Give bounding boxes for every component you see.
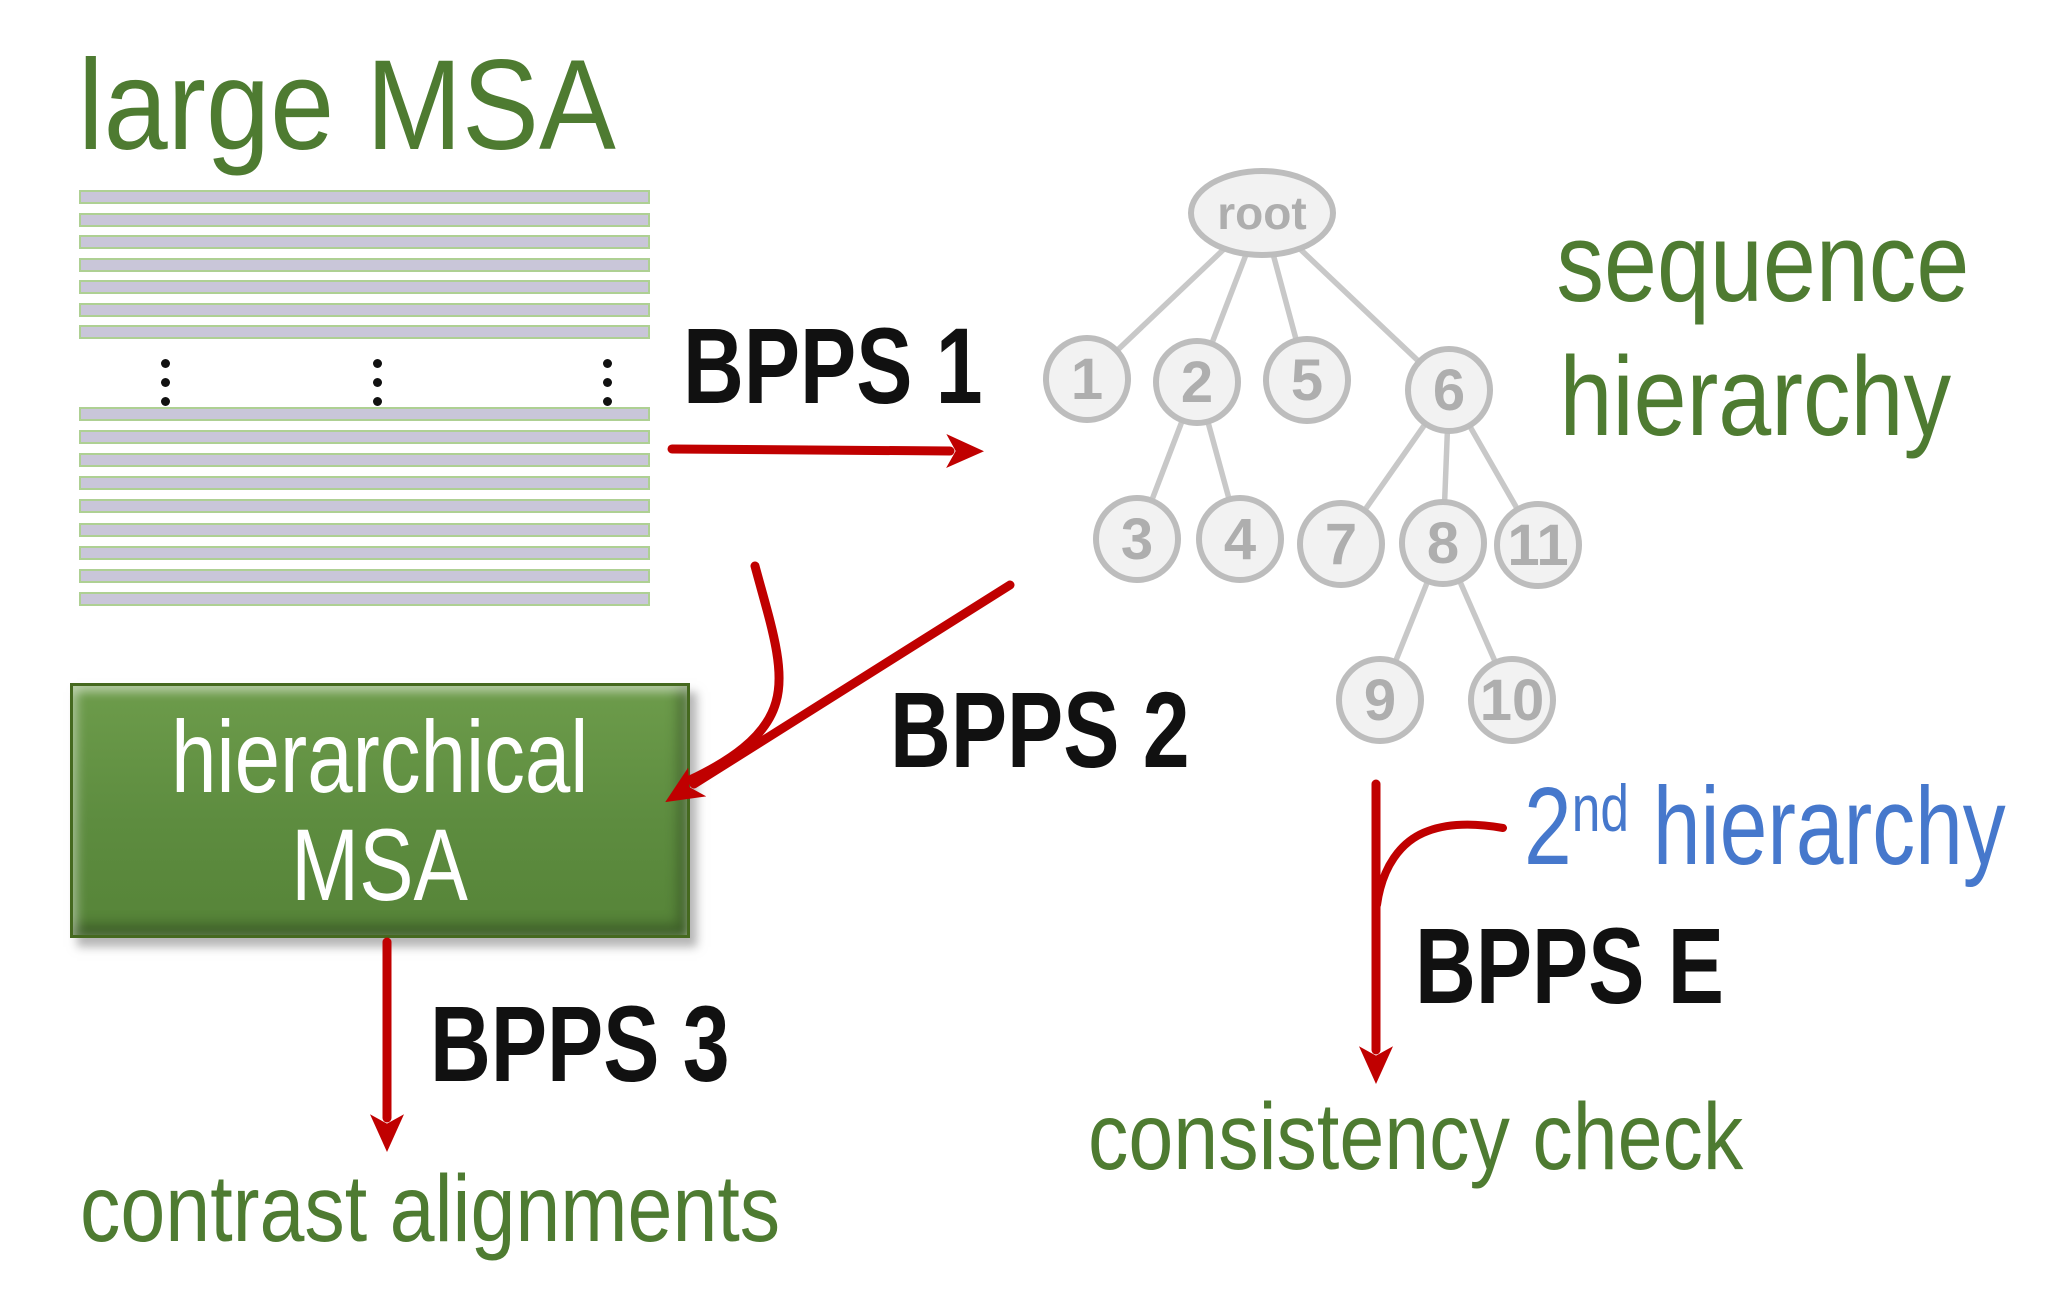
- msa-row: [79, 430, 650, 444]
- bpps1-arrow: [667, 433, 985, 468]
- bpps-e-label: BPPS E: [1415, 905, 1724, 1026]
- msa-row: [79, 258, 650, 272]
- msa-rows-top: [79, 190, 650, 340]
- tree-node-6: 6: [1405, 346, 1493, 434]
- ellipsis-dots: [603, 359, 613, 409]
- second-hierarchy-pointer-curve: [1373, 820, 1507, 909]
- tree-node-3: 3: [1093, 495, 1181, 583]
- msa-row: [79, 303, 650, 317]
- tree-node-8: 8: [1399, 499, 1487, 587]
- tree-node-7: 7: [1297, 500, 1385, 588]
- tree-node-1: 1: [1043, 335, 1131, 423]
- tree-node-root: root: [1188, 168, 1336, 258]
- msa-row: [79, 569, 650, 583]
- consistency-check-label: consistency check: [1088, 1084, 1744, 1190]
- tree-node-2: 2: [1153, 338, 1241, 426]
- msa-row: [79, 407, 650, 421]
- ellipsis-dots: [373, 359, 383, 409]
- tree-node-10: 10: [1468, 656, 1556, 744]
- second-hierarchy-label: 2nd hierarchy: [1524, 765, 2006, 888]
- sequence-hierarchy-line1: sequence: [1556, 200, 1970, 325]
- bpps1-label: BPPS 1: [683, 305, 983, 426]
- msa-row: [79, 213, 650, 227]
- tree-edges: [1085, 211, 1541, 702]
- large-msa-title-text: large MSA: [78, 34, 616, 177]
- msa-row: [79, 190, 650, 204]
- msa-rows-bottom: [79, 407, 650, 607]
- msa-row: [79, 592, 650, 606]
- msa-row: [79, 499, 650, 513]
- msa-row: [79, 546, 650, 560]
- tree-node-9: 9: [1336, 656, 1424, 744]
- msa-row: [79, 453, 650, 467]
- ellipsis-dots: [161, 359, 171, 409]
- hierarchical-msa-box: hierarchical MSA: [70, 683, 690, 938]
- msa-row: [79, 235, 650, 249]
- hierarchical-msa-line1: hierarchical: [171, 699, 589, 814]
- hierarchical-msa-line2: MSA: [291, 807, 469, 922]
- msa-row: [79, 280, 650, 294]
- bpps3-label: BPPS 3: [430, 983, 730, 1104]
- msa-row: [79, 325, 650, 339]
- msa-row: [79, 476, 650, 490]
- sequence-hierarchy-line2: hierarchy: [1559, 334, 1951, 459]
- bpps2-curve: [685, 561, 784, 785]
- tree-node-11: 11: [1494, 501, 1582, 589]
- sequence-hierarchy-caption: sequence hierarchy: [1520, 196, 1990, 464]
- tree-node-4: 4: [1196, 495, 1284, 583]
- msa-row: [79, 523, 650, 537]
- contrast-alignments-label: contrast alignments: [80, 1156, 781, 1262]
- large-msa-title: large MSA: [78, 42, 676, 170]
- bpps2-label: BPPS 2: [890, 669, 1190, 790]
- tree-node-5: 5: [1263, 336, 1351, 424]
